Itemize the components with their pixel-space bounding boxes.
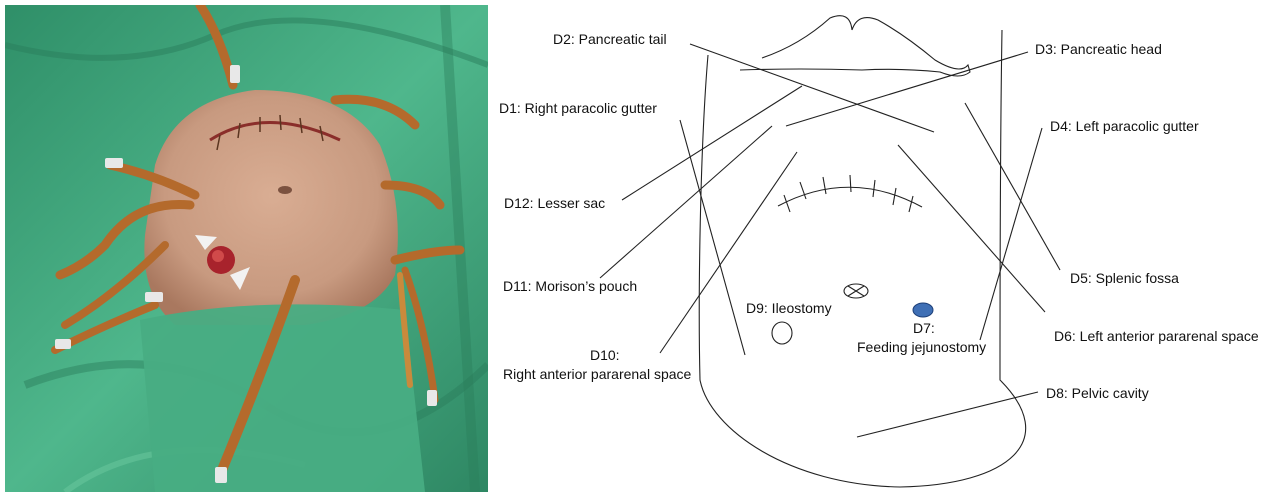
label-d4: D4: Left paracolic gutter (1050, 118, 1199, 134)
crossed-circle-marker (844, 284, 868, 298)
label-d11: D11: Morison’s pouch (503, 278, 637, 294)
label-d10-line1: D10: (590, 347, 620, 363)
label-d5: D5: Splenic fossa (1070, 270, 1179, 286)
label-d10-line2: Right anterior pararenal space (503, 366, 692, 382)
label-d12: D12: Lesser sac (504, 195, 605, 211)
label-d9: D9: Ileostomy (746, 300, 832, 316)
label-d7-line1: D7: (913, 320, 935, 336)
surgical-photo (5, 5, 488, 492)
label-d1: D1: Right paracolic gutter (499, 100, 657, 116)
ileostomy-marker (772, 322, 792, 344)
drain-position-diagram: D2: Pancreatic tail D3: Pancreatic head … (490, 0, 1273, 495)
body-outline (699, 30, 1025, 487)
label-d8: D8: Pelvic cavity (1046, 385, 1149, 401)
chest-outline (740, 16, 970, 76)
label-d2: D2: Pancreatic tail (553, 31, 667, 47)
label-d6: D6: Left anterior pararenal space (1054, 328, 1259, 344)
label-d3: D3: Pancreatic head (1035, 41, 1162, 57)
incision-sutures (778, 187, 922, 207)
suture-marks (784, 175, 913, 212)
label-d7-line2: Feeding jejunostomy (857, 339, 986, 355)
jejunostomy-marker (913, 303, 933, 317)
navel (278, 186, 292, 194)
